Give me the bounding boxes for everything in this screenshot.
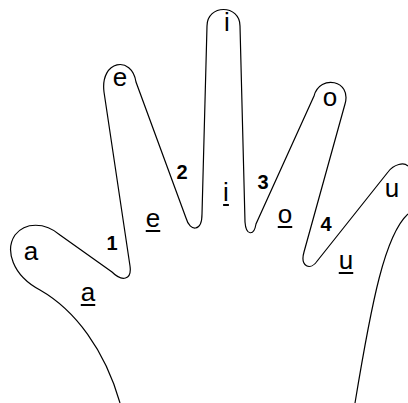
vowel-letter: i xyxy=(224,9,230,35)
vowel-letter: e xyxy=(113,64,127,90)
vowel-letter: o xyxy=(323,84,337,110)
vowel-letter: i xyxy=(223,179,229,205)
vowel-letter: u xyxy=(385,175,399,201)
vowel-letter: o xyxy=(278,201,292,227)
finger-gap-number: 4 xyxy=(320,214,331,234)
finger-gap-number: 3 xyxy=(257,172,268,192)
vowel-letter: a xyxy=(81,279,95,305)
palm-edge xyxy=(355,214,408,403)
vowel-letter: e xyxy=(146,205,160,231)
vowel-letter: u xyxy=(339,247,353,273)
finger-gap-number: 1 xyxy=(106,233,117,253)
vowel-letter: a xyxy=(24,238,38,264)
finger-gap-number: 2 xyxy=(176,162,187,182)
hand-outline-path xyxy=(11,10,408,403)
